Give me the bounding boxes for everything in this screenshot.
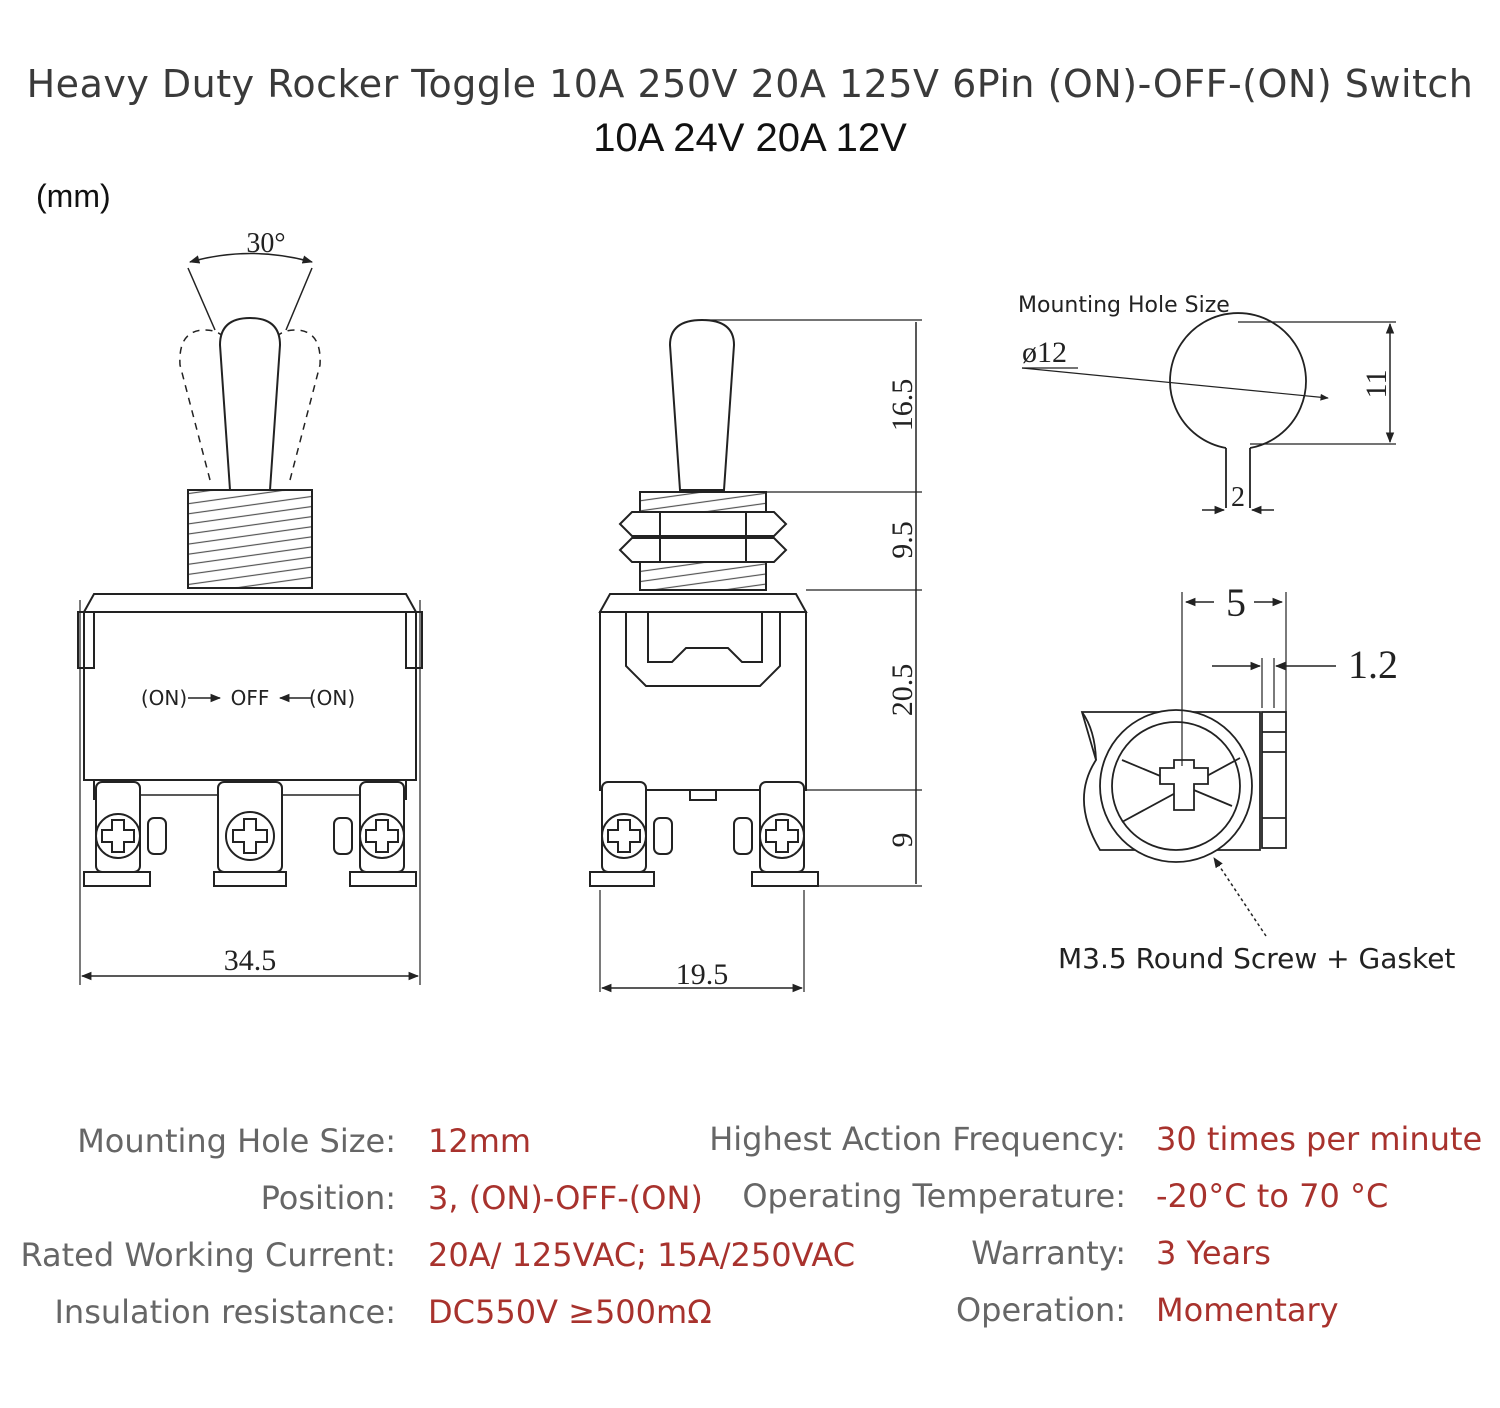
spec-key: Operation:: [955, 1291, 1126, 1329]
angle-arc: [188, 252, 314, 264]
spec-value: 20A/ 125VAC; 15A/250VAC: [428, 1236, 856, 1274]
page-subtitle: 10A 24V 20A 12V: [593, 116, 907, 160]
height-dim-body: 20.5: [886, 664, 919, 717]
spec-value: -20°C to 70 °C: [1156, 1177, 1389, 1215]
technical-drawing: 30° (ON) OFF (ON) 34.5: [77, 228, 1455, 993]
key-width-label: 2: [1231, 482, 1245, 513]
spec-value: 3, (ON)-OFF-(ON): [428, 1179, 703, 1217]
hole-height-label: 11: [1360, 370, 1393, 399]
mounting-hole-diagram: [1021, 312, 1396, 515]
spec-value: 30 times per minute: [1156, 1120, 1483, 1158]
terminal-left: [83, 781, 167, 887]
angle-label: 30°: [246, 228, 285, 259]
mounting-hole-title: Mounting Hole Size: [1018, 293, 1230, 318]
hole-diameter-label: ø12: [1022, 336, 1067, 369]
spec-key: Operating Temperature:: [742, 1177, 1126, 1215]
terminal-dim-5: 5: [1226, 580, 1246, 625]
front-view: [77, 252, 423, 985]
side-terminal-right: [733, 781, 819, 887]
spec-key: Position:: [260, 1179, 396, 1217]
spec-value: 3 Years: [1156, 1234, 1271, 1272]
terminal-detail: [1080, 592, 1336, 937]
side-width-label: 19.5: [676, 958, 729, 991]
spec-value: Momentary: [1156, 1291, 1339, 1329]
height-dim-terminal: 9: [886, 833, 919, 848]
spec-key: Highest Action Frequency:: [709, 1120, 1126, 1158]
spec-key: Mounting Hole Size:: [77, 1122, 396, 1160]
page-title: Heavy Duty Rocker Toggle 10A 250V 20A 12…: [26, 62, 1474, 106]
height-dim-lever: 16.5: [886, 379, 919, 432]
position-left-label: (ON): [141, 686, 187, 710]
screw-label: M3.5 Round Screw + Gasket: [1058, 942, 1455, 975]
spec-key: Rated Working Current:: [20, 1236, 396, 1274]
spec-key: Insulation resistance:: [54, 1293, 396, 1331]
spec-key: Warranty:: [971, 1234, 1126, 1272]
position-off-label: OFF: [231, 686, 270, 710]
side-view: [589, 318, 922, 993]
terminal-dim-1-2: 1.2: [1348, 642, 1398, 687]
terminal-middle: [213, 781, 287, 887]
spec-value: 12mm: [428, 1122, 532, 1160]
front-width-label: 34.5: [224, 944, 277, 977]
position-right-label: (ON): [309, 686, 355, 710]
unit-label: (mm): [36, 178, 111, 214]
terminal-right: [333, 781, 417, 887]
height-dim-bushing: 9.5: [886, 521, 919, 559]
spec-value: DC550V ≥500mΩ: [428, 1293, 712, 1331]
side-terminal-left: [589, 781, 673, 887]
